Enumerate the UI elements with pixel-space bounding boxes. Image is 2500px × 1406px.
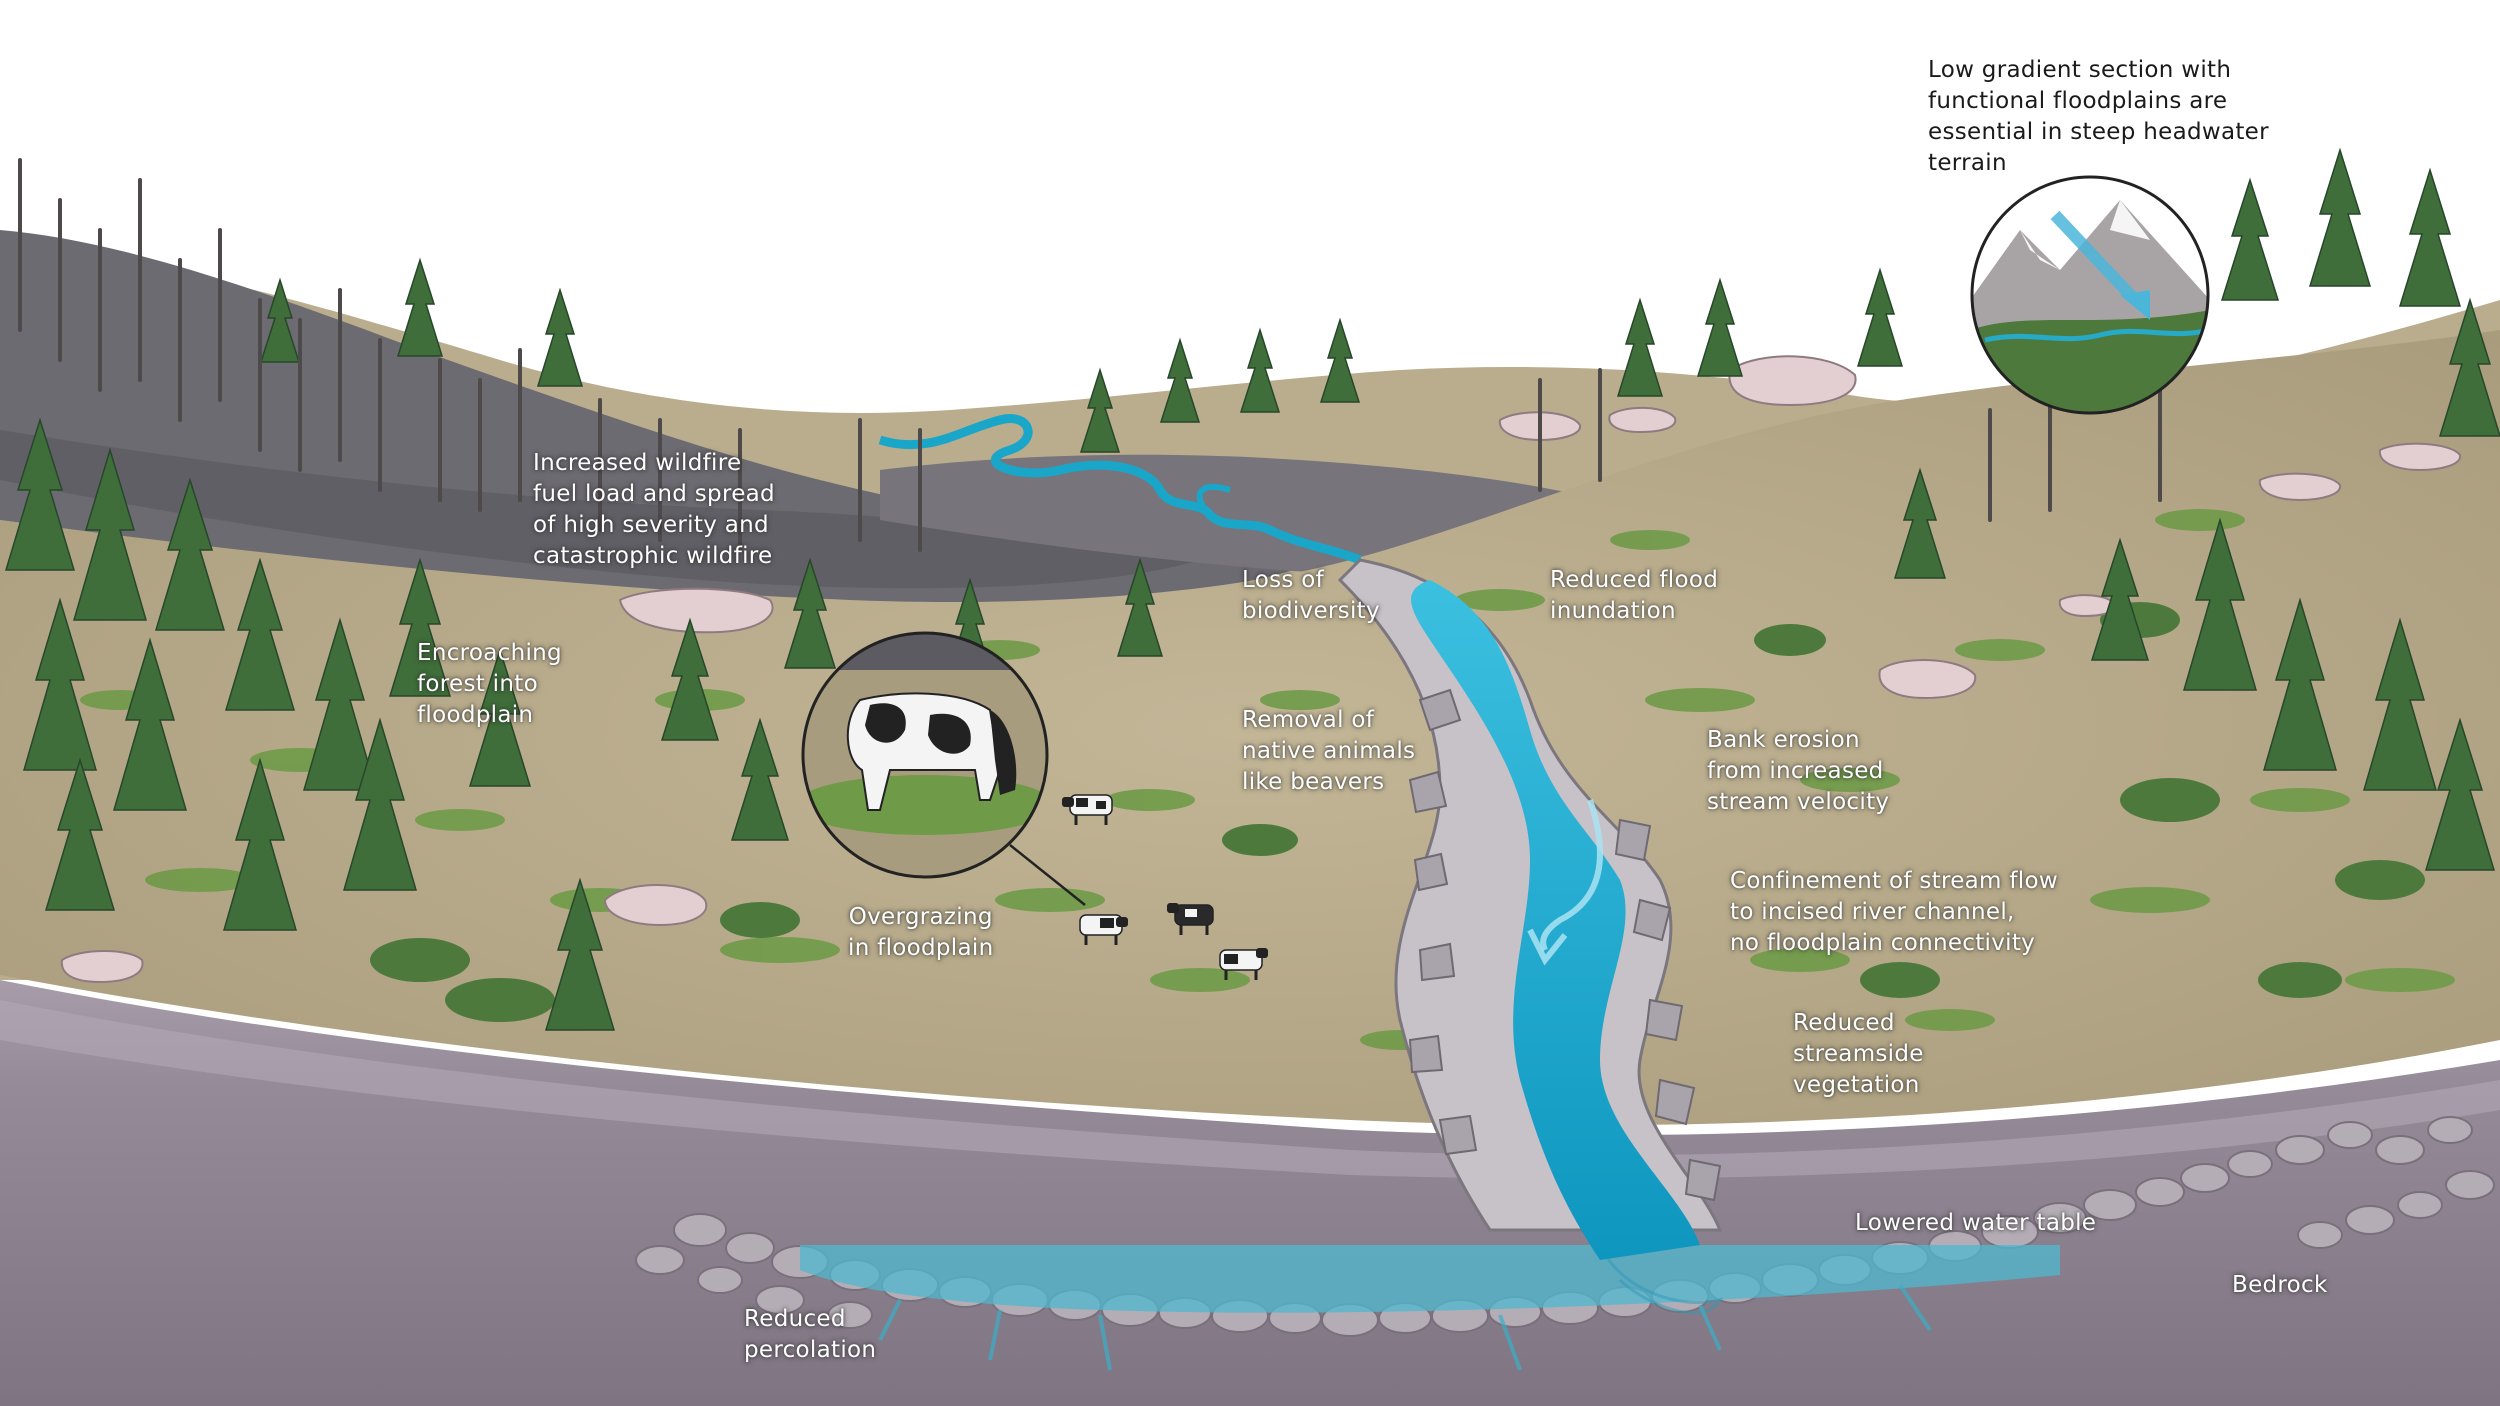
cow-inset: [801, 631, 1086, 906]
label-bedrock: Bedrock: [2232, 1272, 2328, 1298]
soil-layer: [0, 980, 2500, 1406]
burned-snags: [18, 158, 2162, 552]
water-table: [800, 1244, 2060, 1371]
grazing-cows: [1062, 794, 1268, 980]
conifer-trees: [4, 147, 2500, 1031]
headwater-inset: [1970, 175, 2210, 415]
incised-channel: [1337, 558, 1723, 1260]
upper-stream: [878, 414, 1362, 565]
label-lowered-water-table: Lowered water table: [1855, 1210, 2097, 1236]
